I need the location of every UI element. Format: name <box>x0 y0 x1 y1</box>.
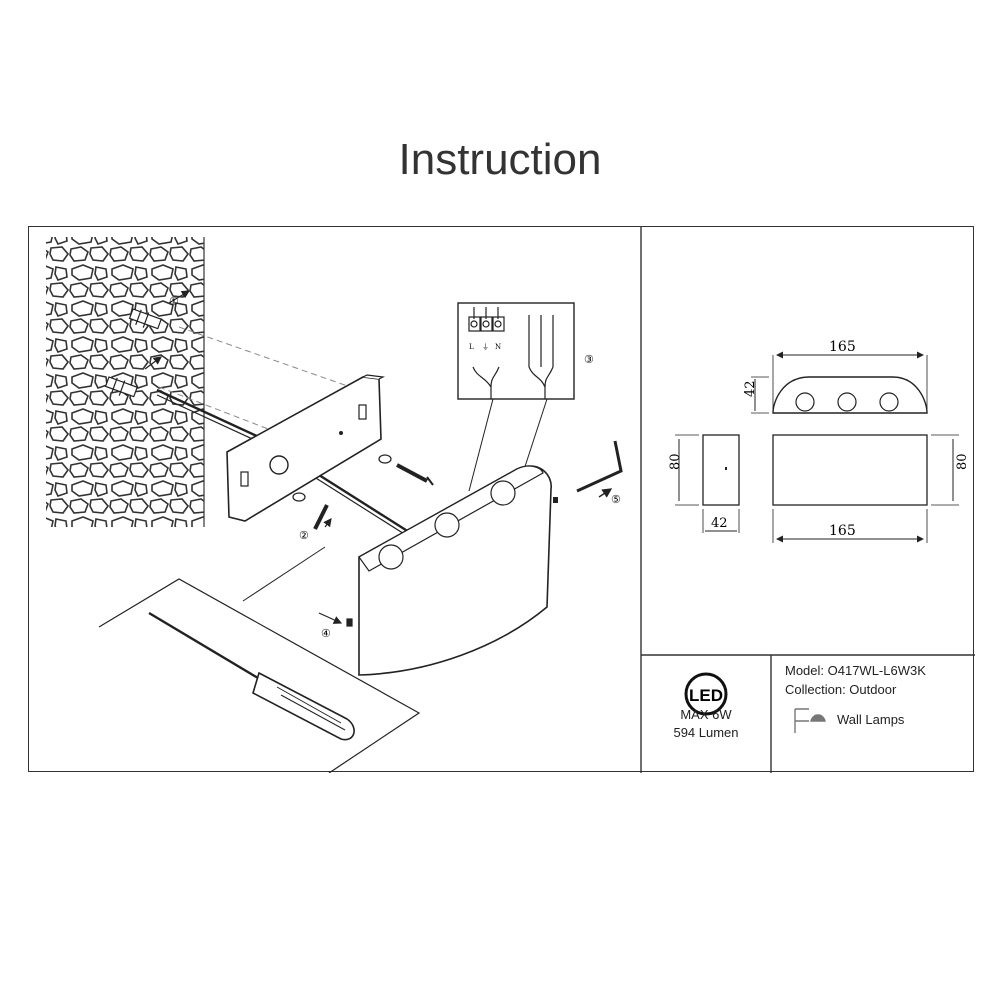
step-label-4: ④ <box>321 627 331 640</box>
terminal-ground: ⏚ <box>482 343 489 351</box>
top-view <box>751 351 928 414</box>
dim-side-height: 80 <box>668 453 683 470</box>
led-logo: LED <box>684 672 728 716</box>
lumen-rating: 594 Lumen <box>673 725 739 740</box>
led-logo-text: LED <box>689 686 723 705</box>
wall-lamp-icon <box>794 708 826 733</box>
step-label-3: ③ <box>584 353 594 366</box>
screws <box>292 454 434 530</box>
side-view <box>675 434 740 533</box>
mounting-plate <box>226 374 386 522</box>
dim-front-width: 165 <box>829 523 856 539</box>
hex-key <box>576 440 623 498</box>
front-view <box>772 434 959 543</box>
wiring-detail: L ⏚ N <box>457 302 575 492</box>
dim-top-depth: 42 <box>743 380 758 397</box>
lamp-body <box>358 465 558 676</box>
collection-text: Collection: Outdoor <box>785 682 897 697</box>
stone-wall <box>46 237 205 527</box>
step-label-1: ① <box>169 295 179 308</box>
instruction-sheet: ① ② L <box>28 226 975 773</box>
power-rating: MAX 6W <box>680 707 732 722</box>
dim-front-height: 80 <box>955 453 970 470</box>
step-label-2: ② <box>299 529 309 542</box>
wall-plugs <box>104 290 191 398</box>
instruction-drawing: ① ② L <box>46 227 975 773</box>
category-text: Wall Lamps <box>837 712 905 727</box>
model-text: Model: O417WL-L6W3K <box>785 663 926 678</box>
dim-side-depth: 42 <box>711 516 728 531</box>
terminal-l: L <box>469 343 474 351</box>
step-label-5: ⑤ <box>611 493 621 506</box>
terminal-n: N <box>495 343 501 351</box>
screwdriver <box>98 546 421 773</box>
dim-top-width: 165 <box>829 339 856 355</box>
page-title: Instruction <box>398 135 602 184</box>
